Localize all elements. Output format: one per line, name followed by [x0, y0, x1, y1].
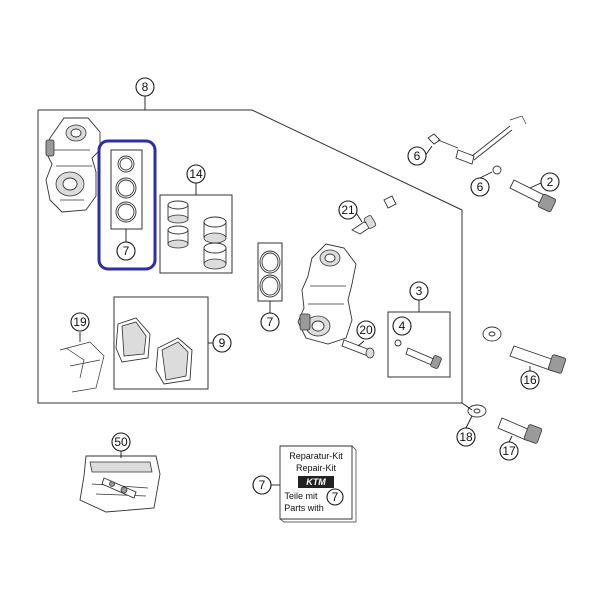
callout-21[interactable]: 21: [338, 200, 358, 220]
guide-bolt-16[interactable]: [482, 326, 567, 374]
svg-text:9: 9: [219, 336, 226, 350]
guide-pin-20[interactable]: [341, 339, 375, 359]
svg-text:18: 18: [459, 430, 473, 444]
svg-text:50: 50: [114, 435, 128, 449]
callout-17[interactable]: 17: [499, 441, 519, 461]
repair-kit-line1: Reparatur-Kit: [289, 451, 343, 461]
mounting-bracket[interactable]: [79, 455, 161, 513]
callout-4[interactable]: 4: [392, 316, 412, 336]
assembly-frame: [37, 109, 463, 404]
washer-18[interactable]: [467, 404, 487, 418]
callout-9[interactable]: 9: [212, 333, 232, 353]
repair-kit-card[interactable]: Reparatur-Kit Repair-Kit KTM Teile mit P…: [279, 445, 357, 523]
callout-6-bottom[interactable]: 6: [470, 177, 490, 197]
callout-7-seal-pair[interactable]: 7: [260, 312, 280, 332]
piston-2: [167, 225, 189, 249]
svg-text:3: 3: [416, 284, 423, 298]
pad-spring[interactable]: [59, 341, 105, 393]
callout-8[interactable]: 8: [135, 77, 155, 97]
piston-3: [203, 216, 227, 244]
callout-7-card-left[interactable]: 7: [252, 475, 272, 495]
callout-2[interactable]: 2: [540, 172, 560, 192]
ktm-logo-text: KTM: [306, 477, 326, 487]
brake-pad-1: [115, 317, 151, 363]
svg-text:17: 17: [502, 444, 516, 458]
bleeder-valve[interactable]: [351, 195, 397, 235]
caliper-half-left[interactable]: [45, 117, 101, 213]
svg-text:6: 6: [477, 180, 484, 194]
seal-kit-box[interactable]: [110, 149, 143, 230]
callout-50[interactable]: 50: [111, 432, 131, 452]
svg-text:7: 7: [332, 490, 339, 504]
svg-text:7: 7: [259, 478, 266, 492]
callout-19[interactable]: 19: [70, 312, 90, 332]
svg-text:20: 20: [359, 323, 373, 337]
repair-kit-line3: Teile mit: [284, 491, 318, 501]
brake-pad-2: [155, 337, 193, 385]
svg-text:16: 16: [523, 373, 537, 387]
callout-3[interactable]: 3: [409, 281, 429, 301]
svg-text:4: 4: [399, 319, 406, 333]
ktm-logo: [298, 476, 334, 488]
repair-kit-line4: Parts with: [284, 503, 324, 513]
callout-7-seal-kit[interactable]: 7: [116, 241, 136, 261]
guide-bolt-17[interactable]: [497, 417, 543, 444]
piston-4: [203, 242, 227, 270]
repair-kit-line2: Repair-Kit: [296, 463, 337, 473]
svg-text:19: 19: [73, 315, 87, 329]
svg-text:8: 8: [142, 80, 149, 94]
svg-text:7: 7: [267, 315, 274, 329]
svg-text:14: 14: [189, 167, 203, 181]
piston-1: [167, 200, 189, 224]
callout-20[interactable]: 20: [356, 320, 376, 340]
highlight-seal-kit: [97, 139, 157, 271]
svg-text:21: 21: [341, 203, 355, 217]
brake-pads-box[interactable]: [113, 296, 209, 390]
callout-7-card-inside[interactable]: 7: [326, 488, 344, 506]
caliper-half-right[interactable]: [297, 243, 357, 345]
svg-text:2: 2: [547, 175, 554, 189]
callout-6-top[interactable]: 6: [407, 146, 427, 166]
callout-16[interactable]: 16: [520, 370, 540, 390]
callout-18[interactable]: 18: [456, 427, 476, 447]
pistons-box[interactable]: [159, 194, 233, 274]
callout-14[interactable]: 14: [186, 164, 206, 184]
axle-pin-assembly[interactable]: [427, 115, 557, 213]
svg-text:7: 7: [123, 244, 130, 258]
svg-text:6: 6: [414, 149, 421, 163]
seal-pair-box[interactable]: [257, 242, 283, 302]
